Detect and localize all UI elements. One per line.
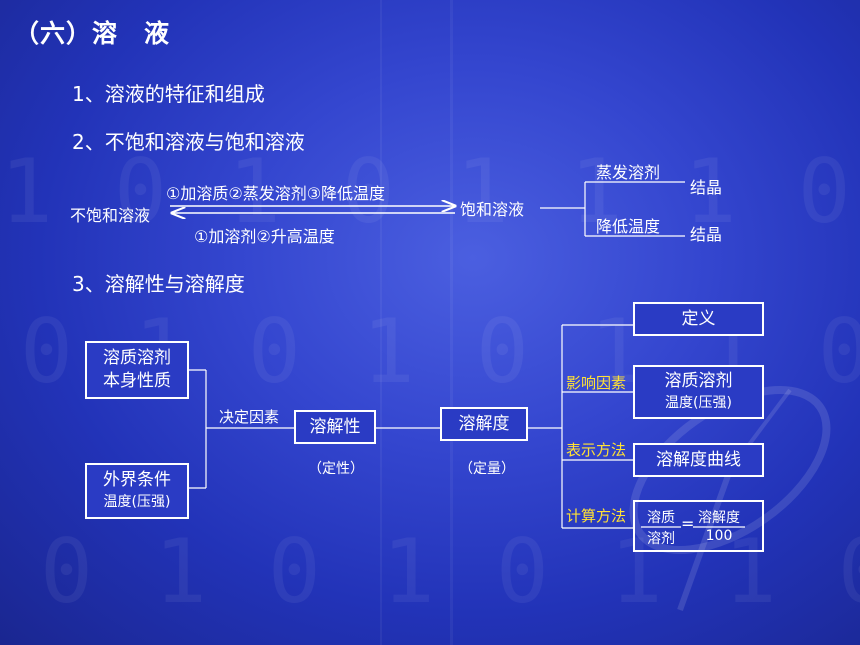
box-text: 定义 — [681, 309, 716, 329]
box-text: 溶质溶剂 — [103, 348, 171, 368]
formula-numerator-right: 溶解度 — [698, 510, 740, 526]
definition-box: 定义 — [633, 302, 764, 336]
formula-numerator-left: 溶质 — [647, 510, 675, 526]
formula-box — [633, 500, 764, 552]
solubility-degree-box: 溶解度 — [440, 407, 528, 441]
solute-solvent-nature-box: 溶质溶剂 本身性质 — [85, 341, 189, 399]
heading-3: 3、溶解性与溶解度 — [72, 272, 245, 296]
slide-title: （六）溶 液 — [14, 19, 171, 48]
to-saturated-methods: ①加溶质②蒸发溶剂③降低温度 — [166, 184, 386, 203]
box-text: 溶解度曲线 — [656, 450, 741, 470]
box-text: 外界条件 — [103, 470, 171, 490]
saturated-label: 饱和溶液 — [460, 200, 525, 219]
heading-2: 2、不饱和溶液与饱和溶液 — [72, 130, 305, 154]
formula-denominator-right: 100 — [705, 528, 733, 544]
quantitative-label: （定量） — [459, 461, 515, 477]
box-subtext: 温度(压强) — [103, 494, 171, 510]
box-text: 溶解性 — [309, 417, 361, 437]
solubility-curve-box: 溶解度曲线 — [633, 443, 764, 477]
bg-stripe — [450, 0, 453, 645]
bg-binary-digits: 1 0 1 0 1 1 1 0 0 1 — [0, 140, 860, 243]
heading-1: 1、溶液的特征和组成 — [72, 82, 265, 106]
influencing-factors-label: 影响因素 — [566, 374, 627, 392]
crystal-label-2: 结晶 — [690, 225, 723, 244]
factors-box: 溶质溶剂 温度(压强) — [633, 365, 764, 419]
qualitative-label: （定性） — [308, 461, 364, 477]
representation-label: 表示方法 — [566, 441, 627, 459]
box-subtext: 温度(压强) — [665, 395, 732, 411]
box-text: 溶解度 — [458, 414, 510, 434]
evaporate-label: 蒸发溶剂 — [596, 163, 661, 182]
formula-equals: = — [681, 514, 695, 533]
bg-binary-digits: 0 1 0 1 0 1 1 0 0 — [40, 520, 860, 623]
bg-stripe — [380, 0, 382, 645]
unsaturated-label: 不饱和溶液 — [70, 206, 151, 225]
box-text: 本身性质 — [103, 371, 171, 391]
external-conditions-box: 外界条件 温度(压强) — [85, 463, 189, 519]
solubility-property-box: 溶解性 — [294, 410, 376, 444]
box-text: 溶质溶剂 — [664, 371, 733, 391]
crystal-label-1: 结晶 — [690, 178, 723, 197]
calculation-label: 计算方法 — [566, 507, 627, 525]
to-unsaturated-methods: ①加溶剂②升高温度 — [194, 227, 335, 246]
formula-denominator-left: 溶剂 — [647, 531, 675, 547]
determining-factor-label: 决定因素 — [219, 408, 280, 426]
cool-label: 降低温度 — [596, 217, 661, 236]
